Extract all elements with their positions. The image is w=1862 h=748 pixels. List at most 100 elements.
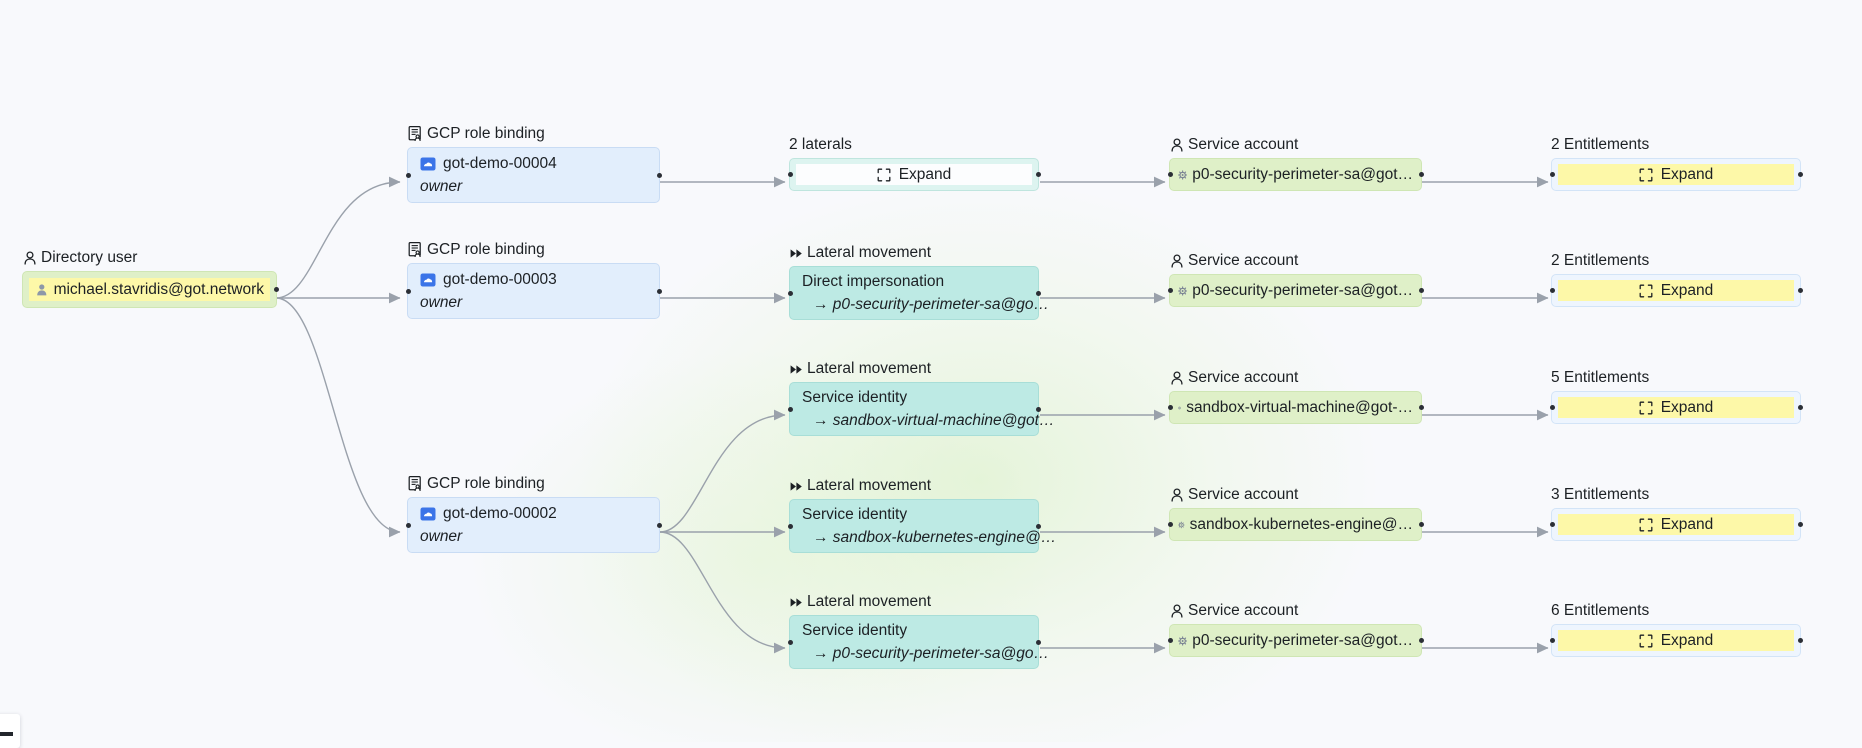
- role-binding-name-0: got-demo-00004: [443, 154, 557, 173]
- expand-icon: [1639, 518, 1653, 532]
- expand-icon: [877, 168, 891, 182]
- node-entitlements-1[interactable]: 2 Entitlements Expand: [1551, 253, 1801, 307]
- service-account-label-text-1: Service account: [1188, 253, 1298, 269]
- entitlements-count-0: 2 Entitlements: [1551, 137, 1649, 153]
- lateral-movement-box-1[interactable]: Direct impersonation → p0-security-perim…: [789, 266, 1039, 320]
- node-role-binding-2[interactable]: GCP role binding got-demo-00002 owner: [407, 475, 660, 553]
- lateral-movement-label-text-4: Lateral movement: [807, 594, 931, 610]
- node-service-account-0[interactable]: Service account p0-security-perimeter-sa…: [1169, 137, 1422, 191]
- entitlements-label-3: 3 Entitlements: [1551, 487, 1801, 503]
- service-account-row-3: sandbox-kubernetes-engine@…: [1178, 514, 1413, 535]
- gcp-project-icon: [420, 156, 436, 172]
- entitlements-label-2: 5 Entitlements: [1551, 370, 1801, 386]
- entitlements-expand-label-1: Expand: [1661, 280, 1714, 301]
- service-account-value-4: p0-security-perimeter-sa@got…: [1192, 630, 1413, 651]
- gcp-project-icon: [420, 272, 436, 288]
- gear-icon: [1178, 283, 1187, 299]
- lateral-movement-label-text-1: Lateral movement: [807, 245, 931, 261]
- gear-icon: [1178, 400, 1181, 416]
- entitlements-count-1: 2 Entitlements: [1551, 253, 1649, 269]
- entitlements-box-2[interactable]: Expand: [1551, 391, 1801, 424]
- role-binding-title-0: got-demo-00004: [420, 154, 647, 173]
- node-role-binding-0[interactable]: GCP role binding got-demo-00004 owner: [407, 125, 660, 203]
- fast-forward-icon: [789, 362, 804, 377]
- role-binding-role-0: owner: [420, 177, 647, 196]
- service-account-label-3: Service account: [1169, 487, 1422, 503]
- directory-user-label: Directory user: [22, 250, 277, 266]
- entitlements-expand-button-1[interactable]: Expand: [1558, 280, 1794, 301]
- service-account-value-1: p0-security-perimeter-sa@got…: [1192, 280, 1413, 301]
- expand-icon: [1639, 168, 1653, 182]
- entitlements-box-3[interactable]: Expand: [1551, 508, 1801, 541]
- service-account-label-2: Service account: [1169, 370, 1422, 386]
- role-binding-name-2: got-demo-00002: [443, 504, 557, 523]
- lateral-movement-label-4: Lateral movement: [789, 594, 1039, 610]
- service-account-label-text-4: Service account: [1188, 603, 1298, 619]
- service-account-row-4: p0-security-perimeter-sa@got…: [1178, 630, 1413, 651]
- service-account-box-3[interactable]: sandbox-kubernetes-engine@…: [1169, 508, 1422, 541]
- fast-forward-icon: [789, 246, 804, 261]
- laterals-expand-button-0[interactable]: Expand: [796, 164, 1032, 185]
- laterals-collapsed-box-0[interactable]: Expand: [789, 158, 1039, 191]
- service-account-value-3: sandbox-kubernetes-engine@…: [1190, 514, 1413, 535]
- node-lateral-movement-3[interactable]: Lateral movement Service identity → sand…: [789, 478, 1039, 553]
- directory-user-box[interactable]: michael.stavridis@got.network: [22, 271, 277, 308]
- document-person-icon: [407, 125, 424, 142]
- node-lateral-movement-4[interactable]: Lateral movement Service identity → p0-s…: [789, 594, 1039, 669]
- node-entitlements-4[interactable]: 6 Entitlements Expand: [1551, 603, 1801, 657]
- service-account-label-text-3: Service account: [1188, 487, 1298, 503]
- lateral-movement-box-4[interactable]: Service identity → p0-security-perimeter…: [789, 615, 1039, 669]
- role-binding-label-1: GCP role binding: [407, 241, 660, 258]
- node-laterals-collapsed-0[interactable]: 2 laterals Expand: [789, 137, 1039, 191]
- node-service-account-2[interactable]: Service account sandbox-virtual-machine@…: [1169, 370, 1422, 424]
- entitlements-expand-label-4: Expand: [1661, 630, 1714, 651]
- lateral-movement-label-text-3: Lateral movement: [807, 478, 931, 494]
- role-binding-box-0[interactable]: got-demo-00004 owner: [407, 147, 660, 203]
- laterals-collapsed-count-0: 2 laterals: [789, 137, 852, 153]
- canvas-controls-card[interactable]: [0, 714, 20, 748]
- node-service-account-4[interactable]: Service account p0-security-perimeter-sa…: [1169, 603, 1422, 657]
- node-role-binding-1[interactable]: GCP role binding got-demo-00003 owner: [407, 241, 660, 319]
- lateral-movement-label-text-2: Lateral movement: [807, 361, 931, 377]
- gear-icon: [1178, 167, 1187, 183]
- role-binding-title-2: got-demo-00002: [420, 504, 647, 523]
- lateral-movement-target-1: → p0-security-perimeter-sa@go…: [802, 295, 1026, 314]
- entitlements-count-4: 6 Entitlements: [1551, 603, 1649, 619]
- node-lateral-movement-1[interactable]: Lateral movement Direct impersonation → …: [789, 245, 1039, 320]
- lateral-movement-box-3[interactable]: Service identity → sandbox-kubernetes-en…: [789, 499, 1039, 553]
- entitlements-expand-button-2[interactable]: Expand: [1558, 397, 1794, 418]
- role-binding-box-1[interactable]: got-demo-00003 owner: [407, 263, 660, 319]
- node-lateral-movement-2[interactable]: Lateral movement Service identity → sand…: [789, 361, 1039, 436]
- lateral-movement-title-1: Direct impersonation: [802, 272, 1026, 291]
- service-account-row-1: p0-security-perimeter-sa@got…: [1178, 280, 1413, 301]
- node-entitlements-2[interactable]: 5 Entitlements Expand: [1551, 370, 1801, 424]
- entitlements-expand-button-0[interactable]: Expand: [1558, 164, 1794, 185]
- service-account-value-0: p0-security-perimeter-sa@got…: [1192, 164, 1413, 185]
- entitlements-box-1[interactable]: Expand: [1551, 274, 1801, 307]
- entitlements-expand-button-4[interactable]: Expand: [1558, 630, 1794, 651]
- node-entitlements-3[interactable]: 3 Entitlements Expand: [1551, 487, 1801, 541]
- service-account-box-0[interactable]: p0-security-perimeter-sa@got…: [1169, 158, 1422, 191]
- person-icon: [1169, 603, 1185, 619]
- entitlements-box-4[interactable]: Expand: [1551, 624, 1801, 657]
- lateral-movement-title-3: Service identity: [802, 505, 1026, 524]
- lateral-movement-target-2: → sandbox-virtual-machine@got…: [802, 411, 1026, 430]
- entitlements-box-0[interactable]: Expand: [1551, 158, 1801, 191]
- lateral-movement-target-3: → sandbox-kubernetes-engine@…: [802, 528, 1026, 547]
- role-binding-box-2[interactable]: got-demo-00002 owner: [407, 497, 660, 553]
- node-directory-user[interactable]: Directory user michael.stavridis@got.net…: [22, 250, 277, 308]
- node-service-account-1[interactable]: Service account p0-security-perimeter-sa…: [1169, 253, 1422, 307]
- role-binding-label-2: GCP role binding: [407, 475, 660, 492]
- service-account-box-4[interactable]: p0-security-perimeter-sa@got…: [1169, 624, 1422, 657]
- directory-user-label-text: Directory user: [41, 250, 137, 266]
- service-account-box-2[interactable]: sandbox-virtual-machine@got-…: [1169, 391, 1422, 424]
- service-account-box-1[interactable]: p0-security-perimeter-sa@got…: [1169, 274, 1422, 307]
- lateral-movement-label-2: Lateral movement: [789, 361, 1039, 377]
- entitlements-expand-button-3[interactable]: Expand: [1558, 514, 1794, 535]
- node-entitlements-0[interactable]: 2 Entitlements Expand: [1551, 137, 1801, 191]
- role-binding-label-text-1: GCP role binding: [427, 242, 545, 258]
- lateral-movement-box-2[interactable]: Service identity → sandbox-virtual-machi…: [789, 382, 1039, 436]
- node-service-account-3[interactable]: Service account sandbox-kubernetes-engin…: [1169, 487, 1422, 541]
- role-binding-label-0: GCP role binding: [407, 125, 660, 142]
